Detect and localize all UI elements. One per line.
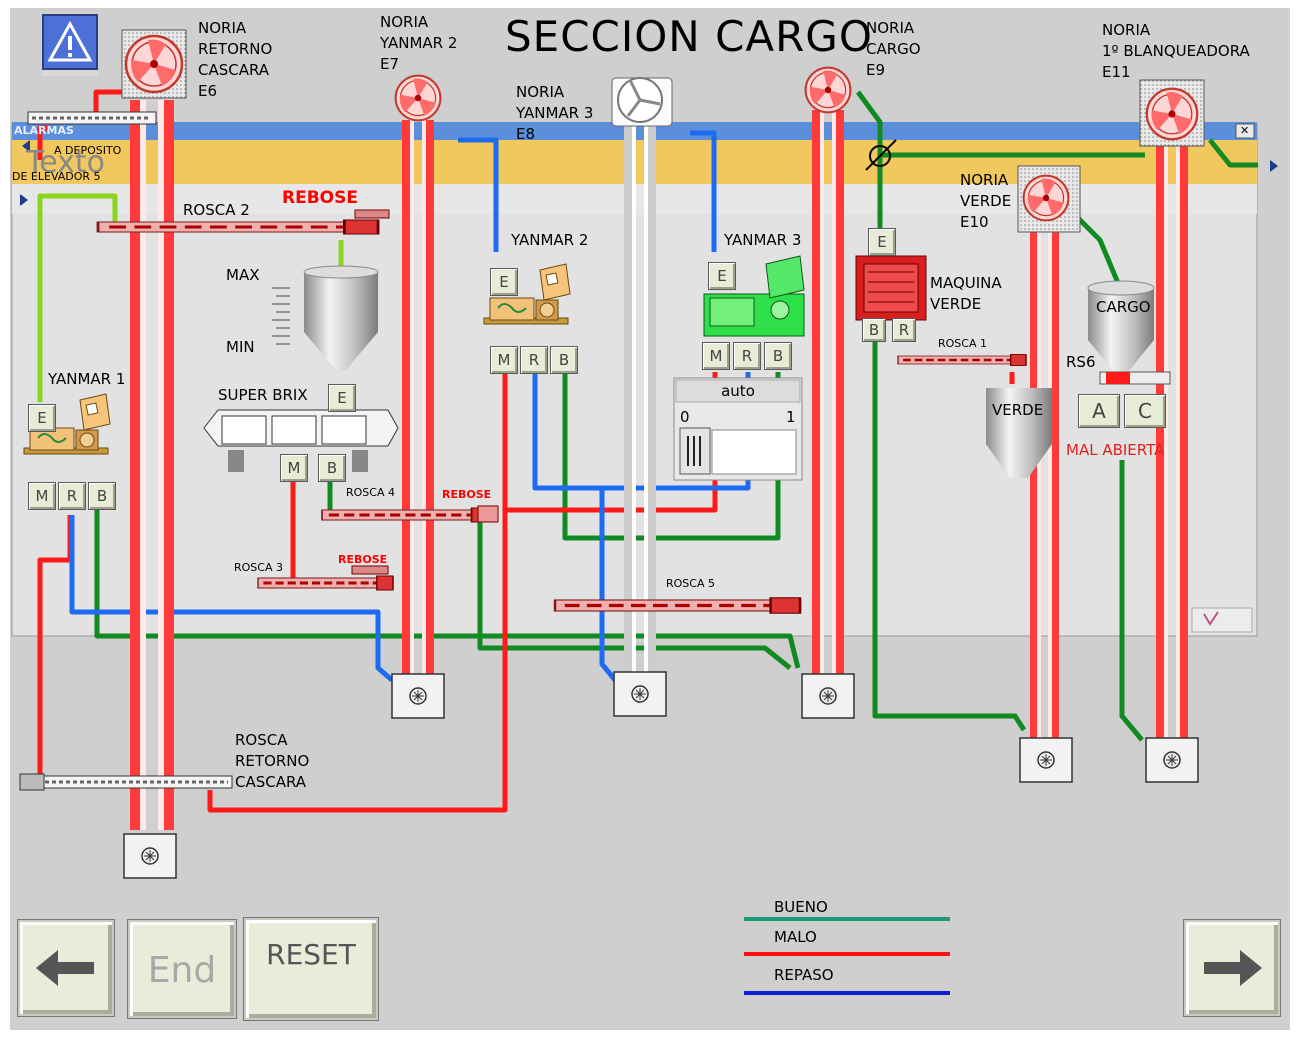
rs6-close-button[interactable]: C	[1124, 394, 1166, 428]
super-brix-label: SUPER BRIX	[218, 386, 308, 404]
rosca-1-label: ROSCA 1	[938, 337, 987, 350]
legend-repaso-label: REPASO	[774, 966, 834, 984]
legend-bueno-label: BUENO	[774, 898, 828, 916]
super-brix-machine	[203, 409, 399, 472]
rebose-rosca-2-label: REBOSE	[282, 188, 358, 208]
maquina-verde-b-button[interactable]: B	[862, 318, 886, 342]
rosca-4-label: ROSCA 4	[346, 486, 395, 499]
level-max-label: MAX	[226, 266, 260, 284]
super-brix-e-button[interactable]: E	[328, 384, 356, 412]
forward-button[interactable]	[1184, 920, 1280, 1016]
alarm-window-close[interactable]: ✕	[1240, 124, 1250, 137]
yanmar-1-e-button[interactable]: E	[28, 404, 56, 432]
yanmar-3-e-button[interactable]: E	[708, 262, 736, 290]
rosca-retorno-conveyor	[19, 773, 233, 791]
warning-icon[interactable]	[42, 14, 98, 70]
yanmar-1-label: YANMAR 1	[48, 370, 126, 388]
yanmar-1-m-button[interactable]: M	[28, 482, 56, 510]
yanmar-2-b-button[interactable]: B	[550, 346, 578, 374]
yanmar-3-machine	[703, 255, 805, 337]
yanmar-2-m-button[interactable]: M	[490, 346, 518, 374]
rosca-3-label: ROSCA 3	[234, 561, 283, 574]
arrow-right-icon	[1204, 950, 1262, 986]
yanmar-3-label: YANMAR 3	[724, 231, 802, 249]
yanmar-3-r-button[interactable]: R	[733, 342, 761, 370]
level-min-label: MIN	[226, 338, 255, 356]
yanmar-2-r-button[interactable]: R	[520, 346, 548, 374]
rosca-5-conveyor	[555, 598, 800, 613]
back-button[interactable]	[18, 920, 114, 1016]
flow-diverter-symbol	[865, 139, 897, 171]
verde-hopper	[986, 388, 1052, 478]
yanmar-1-b-button[interactable]: B	[88, 482, 116, 510]
yanmar-1-r-button[interactable]: R	[58, 482, 86, 510]
maquina-verde-machine	[855, 255, 927, 321]
yanmar-2-label: YANMAR 2	[511, 231, 589, 249]
cargo-hopper	[1087, 280, 1171, 385]
rosca-top-conveyor	[27, 111, 157, 125]
rs6-label: RS6	[1066, 353, 1096, 371]
mal-abierta-status: MAL ABIERTA	[1066, 441, 1165, 459]
end-button-label: End	[147, 950, 217, 991]
auto-toggle-switch[interactable]	[680, 428, 710, 474]
page-title: SECCION CARGO	[505, 12, 873, 61]
maquina-verde-r-button[interactable]: R	[892, 318, 916, 342]
rebose-rosca-3-label: REBOSE	[338, 553, 388, 566]
noria-e9-elevator	[801, 66, 855, 719]
yanmar-3-b-button[interactable]: B	[764, 342, 792, 370]
arrow-left-icon	[36, 950, 94, 986]
maquina-verde-e-button[interactable]: E	[868, 228, 896, 256]
yanmar-2-e-button[interactable]: E	[490, 268, 518, 296]
rosca-3-conveyor	[258, 565, 393, 590]
yanmar-3-m-button[interactable]: M	[702, 342, 730, 370]
alarm-row-1-text: A DEPOSITO	[54, 144, 122, 157]
rosca-2-conveyor	[98, 209, 390, 234]
noria-e8-elevator	[611, 77, 673, 717]
alarm-window-title: ALARMAS	[14, 124, 74, 137]
noria-e7-elevator	[391, 74, 445, 719]
noria-e6-elevator	[121, 29, 187, 879]
legend-malo-label: MALO	[774, 928, 817, 946]
super-brix-m-button[interactable]: M	[280, 454, 308, 482]
rosca-1-conveyor	[896, 352, 1028, 368]
auto-panel-min: 0	[680, 408, 690, 426]
rs6-open-button[interactable]: A	[1078, 394, 1120, 428]
super-brix-b-button[interactable]: B	[318, 454, 346, 482]
auto-panel-label: auto	[721, 382, 755, 400]
verde-hopper-label: VERDE	[992, 401, 1044, 419]
reset-button-label: RESET	[266, 938, 356, 971]
rebose-rosca-4-label: REBOSE	[442, 488, 492, 501]
auto-panel	[673, 377, 803, 481]
auto-panel-max: 1	[786, 408, 796, 426]
noria-e10-elevator	[1017, 165, 1081, 783]
rosca-4-conveyor	[322, 506, 499, 522]
super-brix-hopper	[272, 265, 379, 370]
noria-e11-elevator	[1139, 79, 1205, 783]
alarm-overlay-text: Texto	[26, 145, 106, 180]
end-button[interactable]: End	[128, 920, 236, 1018]
cargo-hopper-label: CARGO	[1096, 298, 1151, 316]
rosca-5-label: ROSCA 5	[666, 577, 715, 590]
reset-button[interactable]: RESET	[244, 918, 378, 1020]
rosca-2-label: ROSCA 2	[183, 201, 250, 219]
alarm-row-2-text: DE ELEVADOR 5	[12, 170, 101, 183]
